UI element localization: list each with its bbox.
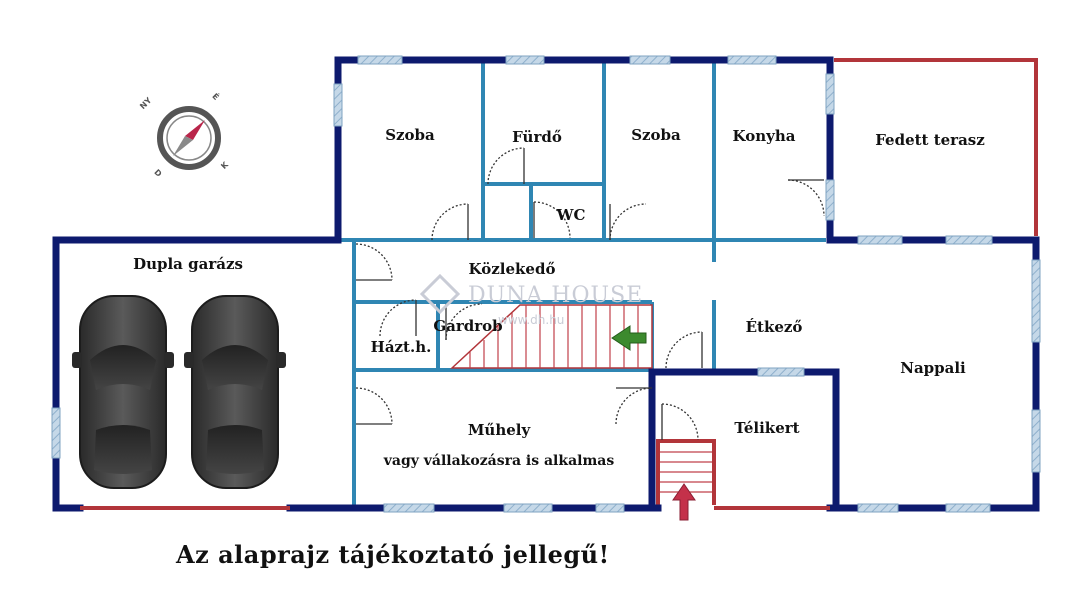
room-labels: Szoba Fürdő Szoba Konyha Fedett terasz W… xyxy=(133,126,985,469)
room-telikert: Télikert xyxy=(734,419,799,437)
car-right-icon xyxy=(184,295,286,489)
room-gardrob: Gardrob xyxy=(433,317,502,335)
brand-logo-icon xyxy=(419,273,461,315)
room-wc: WC xyxy=(556,206,586,224)
car-left-icon xyxy=(72,295,174,489)
green-arrow-icon xyxy=(611,325,647,351)
room-konyha: Konyha xyxy=(733,127,796,145)
compass-e: É xyxy=(210,90,222,102)
room-szoba-1: Szoba xyxy=(385,126,435,144)
room-fedett-terasz: Fedett terasz xyxy=(875,131,985,149)
windows xyxy=(51,55,1041,513)
compass-needle-south xyxy=(173,136,193,156)
room-etkezo: Étkező xyxy=(746,318,803,336)
room-nappali: Nappali xyxy=(900,359,966,377)
room-muhely: Műhely xyxy=(468,421,532,439)
staircase-telikert xyxy=(656,439,716,505)
compass-needle-north xyxy=(185,120,205,140)
open-sides xyxy=(80,58,1038,510)
room-muhely-note: vagy vállakozásra is alkalmas xyxy=(383,453,615,469)
staircase-main xyxy=(450,304,653,369)
room-szoba-2: Szoba xyxy=(631,126,681,144)
red-arrow-icon xyxy=(672,483,696,521)
watermark: DUNA HOUSE www.dh.hu xyxy=(419,273,643,327)
watermark-brand: DUNA HOUSE xyxy=(468,283,643,308)
room-hazt-h: Házt.h. xyxy=(371,338,432,356)
door-swings xyxy=(355,147,825,441)
compass-k: K xyxy=(219,160,230,171)
compass: NY É K D xyxy=(138,90,230,179)
compass-d: D xyxy=(152,168,163,179)
compass-ny: NY xyxy=(138,96,153,111)
room-dupla-garazs: Dupla garázs xyxy=(133,255,243,273)
room-kozlekedo: Közlekedő xyxy=(469,260,556,278)
room-furdo: Fürdő xyxy=(512,128,562,146)
inner-walls xyxy=(338,60,826,505)
watermark-url: www.dh.hu xyxy=(498,313,564,327)
disclaimer: Az alaprajz tájékoztató jellegű! xyxy=(176,540,610,569)
